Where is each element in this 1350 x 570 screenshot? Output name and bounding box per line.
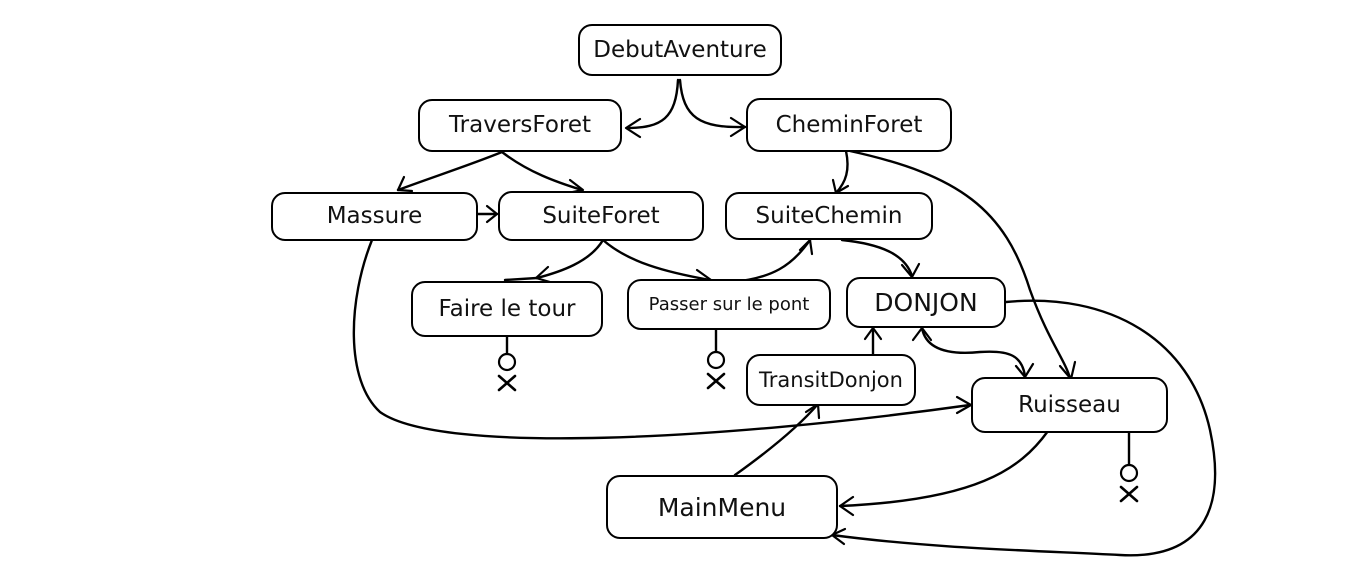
node-main-menu[interactable]: MainMenu — [606, 475, 838, 539]
edge-ruisseau-mainmenu — [838, 429, 1050, 508]
edge-passer-suitechemin — [731, 238, 812, 284]
node-label: SuiteForet — [542, 202, 660, 229]
node-passer-sur-le-pont[interactable]: Passer sur le pont — [627, 279, 831, 330]
edge-travers-massure — [396, 150, 504, 192]
node-label: DONJON — [874, 288, 978, 317]
node-label: Ruisseau — [1018, 391, 1121, 418]
edge-suiteforet-fairetour — [535, 238, 605, 280]
edge-fairetour-stub — [503, 276, 539, 282]
edge-chemin-ruisseau — [848, 149, 1072, 380]
node-label: TraversForet — [448, 112, 592, 138]
node-label: Passer sur le pont — [648, 293, 810, 315]
arrowhead-suitechemin-bottom — [798, 238, 814, 256]
arrowhead-donjon-left — [911, 326, 933, 342]
arrowhead-donjon-bottom — [863, 326, 883, 341]
node-suite-foret[interactable]: SuiteForet — [498, 191, 704, 241]
arrowhead-chemin — [729, 116, 747, 138]
edge-mainmenu-transit — [733, 402, 820, 477]
edge-donjon-ruisseau — [920, 326, 1027, 378]
node-suite-chemin[interactable]: SuiteChemin — [725, 192, 933, 240]
edge-suitechemin-donjon — [840, 238, 914, 278]
node-label: Massure — [326, 203, 423, 229]
edge-chemin-suitechemin — [834, 149, 849, 195]
edge-debut-chemin — [678, 78, 747, 129]
node-label: DebutAventure — [593, 36, 767, 63]
arrowhead-travers — [624, 117, 642, 139]
arrowhead-suiteforet-left — [485, 204, 499, 224]
edge-debut-travers — [625, 78, 680, 130]
node-massure[interactable]: Massure — [271, 192, 478, 241]
node-donjon[interactable]: DONJON — [846, 277, 1006, 328]
edge-suiteforet-passer — [601, 238, 712, 282]
terminal-ruisseau — [1119, 432, 1139, 503]
node-ruisseau[interactable]: Ruisseau — [971, 377, 1168, 433]
node-label: TransitDonjon — [759, 367, 903, 392]
node-chemin-foret[interactable]: CheminForet — [746, 98, 952, 152]
node-label: CheminForet — [775, 111, 923, 138]
terminal-passer — [706, 330, 726, 390]
node-debut-aventure[interactable]: DebutAventure — [578, 24, 782, 76]
arrowhead-massure — [396, 175, 414, 193]
edge-donjon-mainmenu — [830, 299, 1217, 557]
node-label: Faire le tour — [438, 295, 576, 322]
node-faire-le-tour[interactable]: Faire le tour — [411, 281, 603, 337]
node-label: SuiteChemin — [755, 202, 903, 229]
node-travers-foret[interactable]: TraversForet — [418, 99, 622, 152]
terminal-fairetour — [497, 337, 517, 392]
arrowhead-mainmenu-right — [838, 495, 855, 517]
edge-travers-suiteforet — [500, 150, 584, 192]
edge-massure-ruisseau — [352, 238, 972, 440]
node-label: MainMenu — [657, 492, 787, 522]
node-transit-donjon[interactable]: TransitDonjon — [746, 354, 916, 406]
